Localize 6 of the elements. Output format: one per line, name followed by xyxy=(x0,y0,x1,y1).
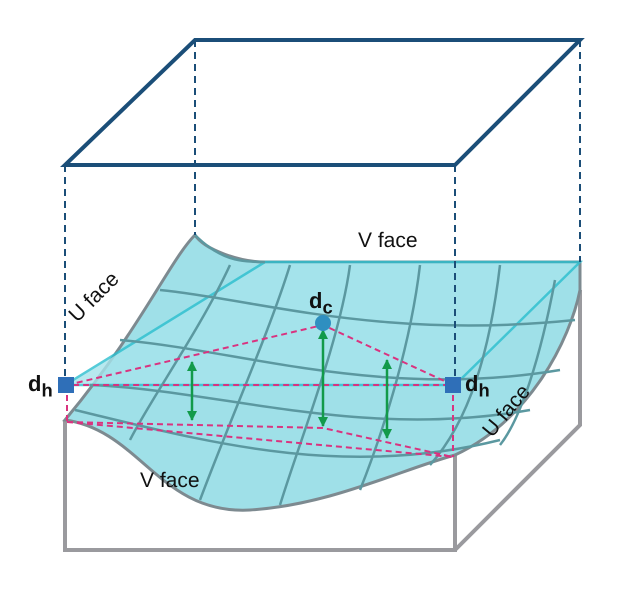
point-label: d$_{h}$ xyxy=(28,373,53,400)
face-label: V face xyxy=(140,470,200,491)
face-label: U face xyxy=(65,268,123,326)
point-label: d$_{h}$ xyxy=(465,373,490,400)
point-label: d$_{c}$ xyxy=(309,290,333,317)
face-label: V face xyxy=(358,230,418,251)
